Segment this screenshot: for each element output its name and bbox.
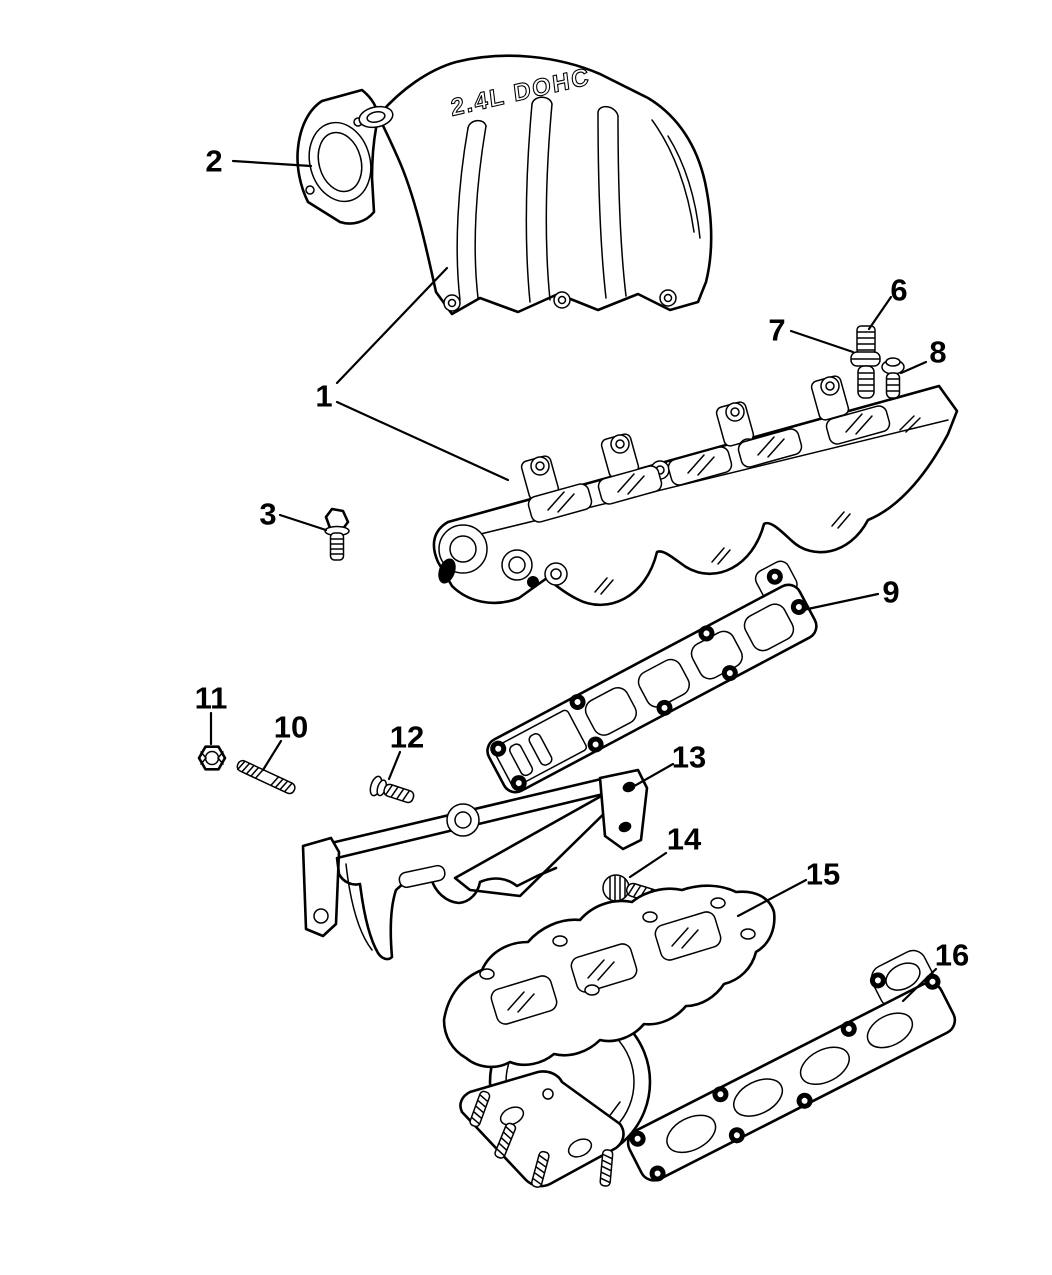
leader-8	[899, 360, 928, 375]
part-exhaust-gasket	[626, 949, 957, 1182]
leader-3	[278, 513, 328, 532]
callout-13: 13	[671, 739, 707, 775]
callout-1: 1	[315, 378, 333, 414]
callout-15: 15	[805, 856, 841, 892]
part-upper-intake-manifold: 2.4L DOHC	[296, 54, 713, 316]
callout-8: 8	[929, 334, 947, 370]
callout-12: 12	[389, 719, 425, 755]
callout-16: 16	[934, 937, 970, 973]
callout-10: 10	[273, 709, 309, 745]
callout-9: 9	[882, 574, 900, 610]
leader-2	[231, 159, 313, 168]
leader-12	[387, 750, 402, 781]
part-bolt-8	[881, 357, 905, 399]
callout-6: 6	[890, 272, 908, 308]
callout-11: 11	[194, 680, 228, 716]
leader-13	[627, 762, 675, 791]
callout-2: 2	[205, 143, 223, 179]
callout-3: 3	[259, 496, 277, 532]
part-intake-gasket	[486, 560, 818, 794]
leader-1a	[335, 266, 449, 385]
part-stud-10	[236, 759, 296, 795]
leader-16	[901, 967, 938, 1003]
leader-9	[801, 592, 880, 612]
leader-6	[867, 295, 893, 331]
leader-14	[628, 851, 668, 879]
part-stud-6-7	[850, 325, 881, 399]
leader-15	[736, 878, 808, 918]
leader-7	[789, 329, 855, 354]
leader-lines	[209, 159, 938, 1003]
part-screw-12	[369, 775, 415, 804]
callout-14: 14	[666, 821, 702, 857]
leader-10	[261, 739, 283, 772]
gasket-bolt-holes	[490, 568, 807, 792]
leader-1b	[335, 400, 510, 482]
callout-7: 7	[768, 312, 786, 348]
part-bolt-3	[324, 507, 350, 561]
part-exhaust-manifold	[442, 884, 776, 1188]
part-heat-shield	[301, 768, 649, 961]
part-lower-intake-manifold	[432, 375, 959, 607]
part-nut-11	[197, 745, 227, 771]
gasket-bolt-holes	[629, 972, 941, 1182]
